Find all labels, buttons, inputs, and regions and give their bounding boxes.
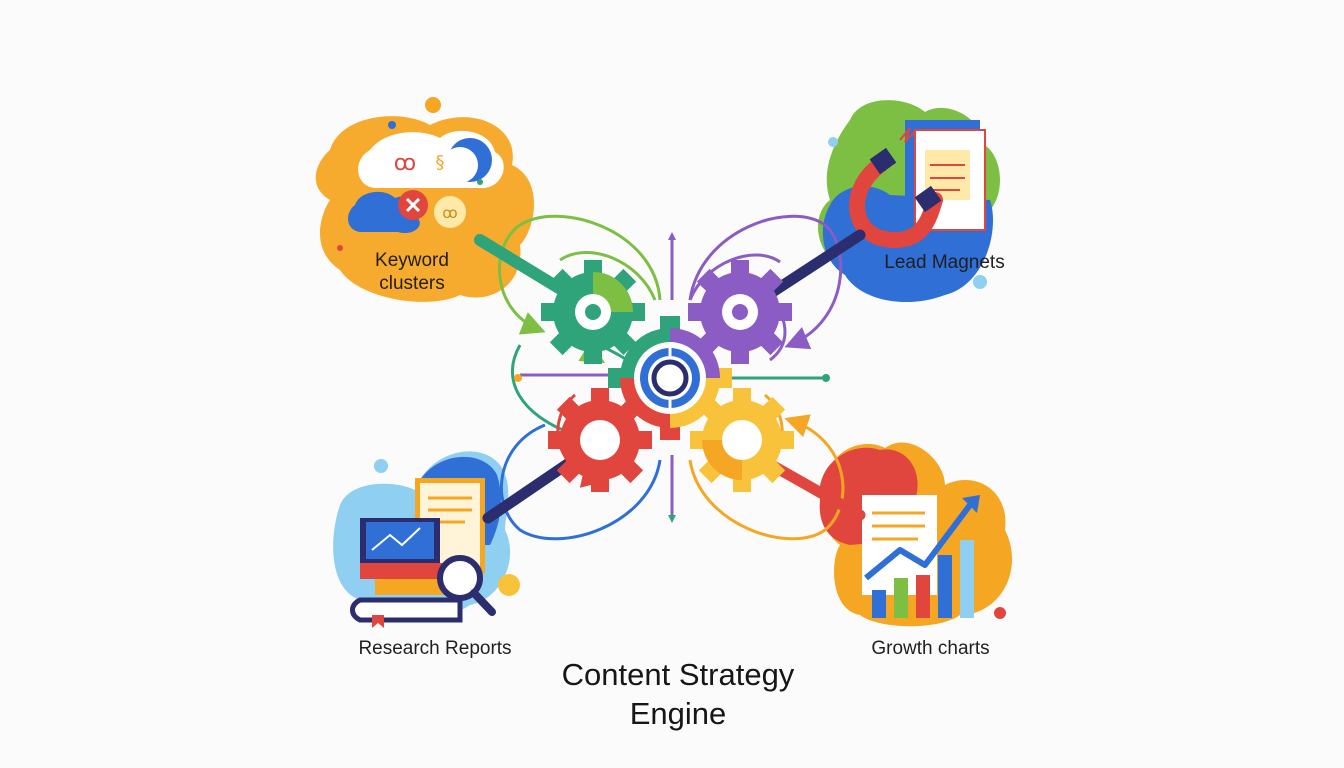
keyword-clusters-label: Keyword clusters xyxy=(352,249,472,295)
gear-central-icon xyxy=(608,316,732,440)
svg-text:ꝏ: ꝏ xyxy=(442,204,457,222)
growth-charts-label: Growth charts xyxy=(871,638,990,659)
diagram-title-line2: Engine xyxy=(629,696,727,731)
svg-text:§: § xyxy=(436,152,445,173)
gear-purple-icon xyxy=(688,260,792,364)
svg-text:ꝏ: ꝏ xyxy=(394,151,416,176)
lead-magnets-illustration xyxy=(818,100,1000,303)
diagram-title-line1: Content Strategy xyxy=(561,657,795,692)
diagram-title: Content Strategy Engine xyxy=(478,655,878,733)
research-reports-illustration xyxy=(333,451,520,628)
keyword-clusters-illustration: ꝏ ꝏ § xyxy=(315,97,535,302)
research-reports-label: Research Reports xyxy=(358,638,512,659)
lead-magnets-label: Lead Magnets xyxy=(884,252,1005,273)
growth-charts-illustration xyxy=(819,442,1013,627)
keyword-clusters-label-line2: clusters xyxy=(379,273,445,294)
gear-green-icon xyxy=(541,260,645,364)
keyword-clusters-label-line1: Keyword xyxy=(375,250,449,271)
